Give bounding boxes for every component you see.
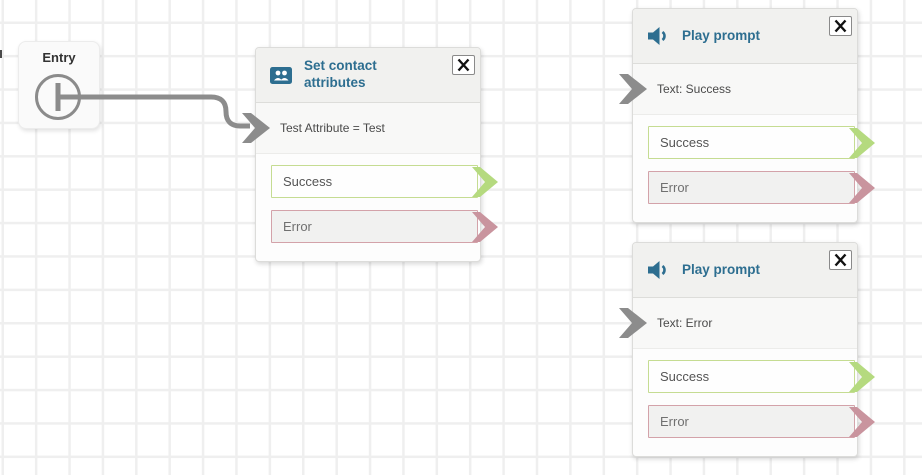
error-chevron-icon[interactable]: [472, 210, 499, 244]
contact-attributes-icon: [270, 66, 292, 84]
error-chevron-icon[interactable]: [849, 171, 876, 205]
close-icon: [457, 58, 470, 72]
block-parameters: Test Attribute = Test: [242, 103, 480, 154]
output-port-success[interactable]: Success: [648, 126, 875, 159]
error-chevron-icon[interactable]: [849, 405, 876, 439]
input-chevron-icon[interactable]: [242, 112, 271, 144]
success-chevron-icon[interactable]: [472, 165, 499, 199]
output-port-success[interactable]: Success: [648, 360, 875, 393]
speaker-icon: [647, 26, 670, 46]
block-header: Play prompt: [633, 9, 857, 64]
entry-node[interactable]: Entry: [18, 41, 100, 129]
block-parameters: Text: Error: [619, 298, 857, 349]
output-port-success[interactable]: Success: [271, 165, 498, 198]
parameter-text: Text: Success: [657, 82, 732, 96]
outputs: Success Error: [633, 115, 875, 204]
close-button[interactable]: [829, 250, 852, 270]
block-title: Play prompt: [682, 27, 761, 43]
close-button[interactable]: [452, 55, 475, 75]
output-label: Success: [660, 369, 710, 384]
block-set-contact-attributes[interactable]: Set contact attributes Test Attribute = …: [242, 47, 498, 262]
speaker-icon: [647, 260, 670, 280]
output-port-error[interactable]: Error: [648, 405, 875, 438]
canvas-edge-tick: [0, 50, 2, 58]
input-chevron-icon[interactable]: [619, 307, 648, 339]
parameter-text: Text: Error: [657, 316, 713, 330]
block-play-prompt-success[interactable]: Play prompt Text: Success Success Error: [619, 8, 875, 223]
entry-label: Entry: [42, 50, 76, 65]
block-header: Set contact attributes: [256, 48, 480, 103]
input-chevron-icon[interactable]: [619, 73, 648, 105]
close-icon: [834, 253, 847, 267]
success-chevron-icon[interactable]: [849, 126, 876, 160]
success-chevron-icon[interactable]: [849, 360, 876, 394]
output-port-error[interactable]: Error: [648, 171, 875, 204]
output-label: Error: [660, 414, 689, 429]
outputs: Success Error: [633, 349, 875, 438]
close-icon: [834, 19, 847, 33]
output-label: Success: [283, 174, 333, 189]
parameter-text: Test Attribute = Test: [280, 121, 385, 135]
output-port-error[interactable]: Error: [271, 210, 498, 243]
block-parameters: Text: Success: [619, 64, 857, 115]
output-label: Success: [660, 135, 710, 150]
output-label: Error: [660, 180, 689, 195]
block-play-prompt-error[interactable]: Play prompt Text: Error Success Error: [619, 242, 875, 457]
block-title: Set contact attributes: [304, 58, 377, 90]
block-header: Play prompt: [633, 243, 857, 298]
outputs: Success Error: [256, 154, 498, 243]
close-button[interactable]: [829, 16, 852, 36]
block-title: Play prompt: [682, 261, 761, 277]
output-label: Error: [283, 219, 312, 234]
